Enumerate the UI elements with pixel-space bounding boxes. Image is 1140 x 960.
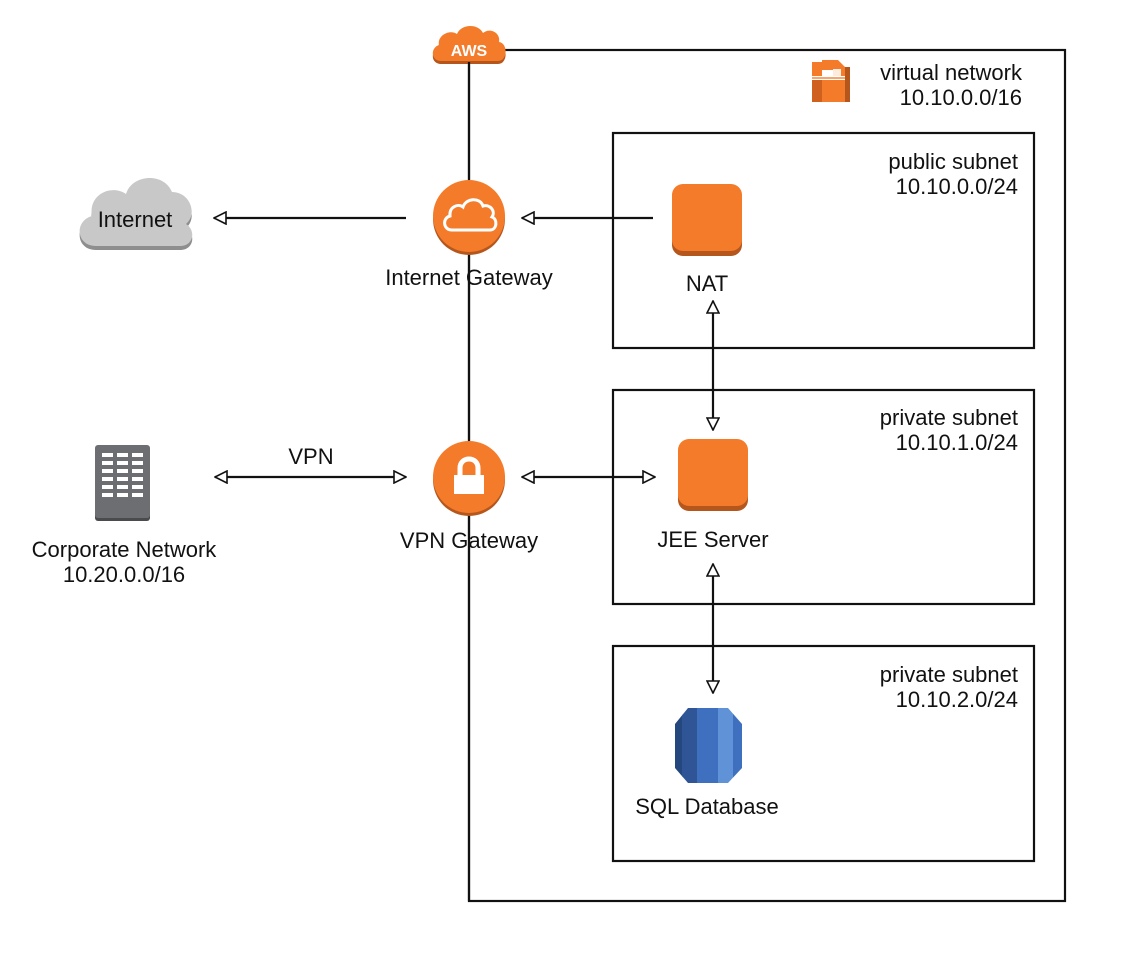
aws-cloud-icon bbox=[432, 25, 506, 64]
aws-badge: AWS bbox=[432, 25, 506, 64]
node-internet-gateway[interactable]: Internet Gateway bbox=[385, 180, 553, 290]
building-window bbox=[132, 477, 143, 481]
building-window bbox=[132, 461, 143, 465]
building-window bbox=[102, 453, 113, 457]
cloud-icon bbox=[79, 177, 193, 250]
cloud-icon bbox=[433, 180, 505, 255]
subnet-title: private subnet bbox=[880, 405, 1018, 430]
subnet-private-db: private subnet 10.10.2.0/24 bbox=[611, 644, 1036, 863]
corporate-network-label: Corporate Network bbox=[32, 537, 218, 562]
vpc-title: virtual network bbox=[880, 60, 1023, 85]
subnet-title: private subnet bbox=[880, 662, 1018, 687]
vpn-gateway-label: VPN Gateway bbox=[400, 528, 538, 553]
jee-server-label: JEE Server bbox=[657, 527, 768, 552]
building-window bbox=[102, 493, 113, 497]
subnet-public: public subnet 10.10.0.0/24 bbox=[611, 131, 1036, 350]
internet-label: Internet bbox=[98, 207, 173, 232]
building-window bbox=[102, 469, 113, 473]
node-vpn-gateway[interactable]: VPN Gateway bbox=[400, 441, 538, 553]
instance-icon bbox=[672, 184, 742, 256]
internet-gateway-label: Internet Gateway bbox=[385, 265, 553, 290]
building-window bbox=[117, 461, 128, 465]
instance-icon bbox=[678, 439, 748, 511]
subnet-title: public subnet bbox=[888, 149, 1018, 174]
sql-database-label: SQL Database bbox=[635, 794, 779, 819]
building-window bbox=[117, 453, 128, 457]
lock-icon bbox=[433, 441, 505, 516]
vpn-edge-label: VPN bbox=[288, 444, 333, 469]
building-window bbox=[102, 485, 113, 489]
building-icon bbox=[95, 445, 150, 521]
building-window bbox=[132, 485, 143, 489]
building-window bbox=[117, 469, 128, 473]
building-windows bbox=[102, 453, 143, 497]
building-window bbox=[132, 493, 143, 497]
node-internet[interactable]: Internet bbox=[79, 177, 193, 250]
node-corporate-network[interactable]: Corporate Network 10.20.0.0/16 bbox=[32, 445, 218, 587]
node-jee-server[interactable]: JEE Server bbox=[657, 439, 769, 552]
database-icon bbox=[675, 708, 742, 783]
edges: VPN bbox=[214, 218, 713, 693]
subnet-private-app: private subnet 10.10.1.0/24 bbox=[611, 388, 1036, 606]
vpc-label: virtual network 10.10.0.0/16 bbox=[812, 60, 1023, 110]
vpc-cidr: 10.10.0.0/16 bbox=[900, 85, 1022, 110]
building-window bbox=[117, 477, 128, 481]
subnet-cidr: 10.10.1.0/24 bbox=[896, 430, 1018, 455]
node-nat[interactable]: NAT bbox=[672, 184, 742, 296]
nat-label: NAT bbox=[686, 271, 728, 296]
building-window bbox=[132, 453, 143, 457]
vpc-icon bbox=[812, 60, 850, 102]
building-window bbox=[117, 485, 128, 489]
subnet-cidr: 10.10.2.0/24 bbox=[896, 687, 1018, 712]
building-window bbox=[132, 469, 143, 473]
subnet-cidr: 10.10.0.0/24 bbox=[896, 174, 1018, 199]
building-window bbox=[117, 493, 128, 497]
building-window bbox=[102, 461, 113, 465]
aws-badge-label: AWS bbox=[451, 43, 488, 60]
building-window bbox=[102, 477, 113, 481]
corporate-network-cidr: 10.20.0.0/16 bbox=[63, 562, 185, 587]
node-sql-database[interactable]: SQL Database bbox=[635, 708, 779, 819]
